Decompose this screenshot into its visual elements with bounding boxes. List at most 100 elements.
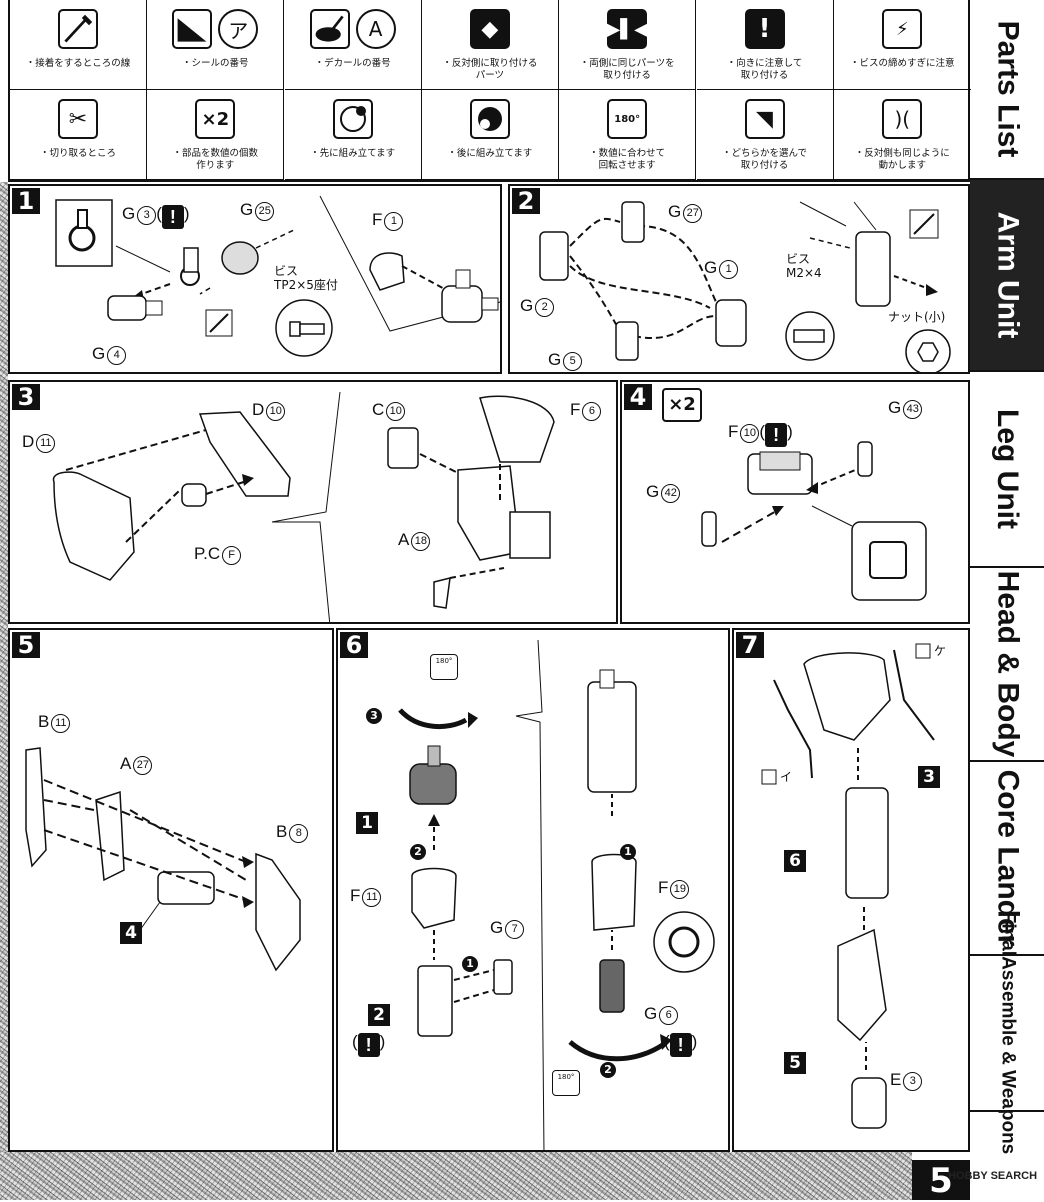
legend-item: ・後に組み立てます: [421, 90, 559, 180]
step-number: 3: [12, 384, 40, 410]
legend-item: ア・シールの番号: [147, 0, 285, 90]
order-badge: 3: [366, 708, 382, 724]
choose-one-icon: ◥: [744, 99, 785, 139]
legend-item: !・向きに注意して 取り付ける: [696, 0, 834, 90]
tab-label: Head & Body: [991, 570, 1025, 758]
legend-item: 180° ・数値に合わせて 回転させます: [559, 90, 697, 180]
sticker-icon: [172, 9, 213, 49]
caution-mark: (!): [352, 1032, 386, 1057]
sticker-label-i: イ: [780, 770, 793, 784]
texture-left: [0, 182, 8, 1152]
legend-caption: ・後に組み立てます: [447, 148, 533, 159]
legend-caption: ・反対側も同じように 動かします: [854, 148, 950, 171]
rotate-180-icon: 180°: [607, 99, 648, 139]
sub-assembly-ref: 6: [784, 850, 806, 872]
step-7-drawing: [761, 643, 935, 1129]
legend-item: ◥ ・どちらかを選んで 取り付ける: [696, 90, 834, 180]
tab-finalassemble-weapons[interactable]: FinalAssemble & Weapons: [970, 912, 1044, 1154]
legend-caption: ・両側に同じパーツを 取り付ける: [579, 58, 675, 81]
texture-bottom: [0, 1152, 912, 1200]
tab-label: Arm Unit: [991, 211, 1025, 339]
decal-icon: [309, 9, 350, 49]
order-badge: 1: [620, 844, 636, 860]
step-2-drawing: [539, 201, 951, 372]
tab-label: FinalAssemble & Weapons: [997, 911, 1018, 1155]
legend-caption: ・ビスの締めすぎに注意: [850, 58, 955, 69]
legend-caption: ・数値に合わせて 回転させます: [589, 148, 666, 171]
legend-caption: ・切り取るところ: [39, 148, 116, 159]
sub-assembly-ref: 1: [356, 812, 378, 834]
tab-leg-unit[interactable]: Leg Unit: [970, 372, 1044, 568]
legend-caption: ・先に組み立てます: [310, 148, 396, 159]
legend-item: ▶▌◀ ・両側に同じパーツを 取り付ける: [559, 0, 697, 90]
legend-item: ◆・反対側に取り付ける パーツ: [421, 0, 559, 90]
tab-head-body[interactable]: Head & Body: [970, 568, 1044, 762]
step-5-drawing: [25, 747, 301, 972]
page-number: 5: [912, 1160, 970, 1201]
order-badge: 2: [410, 844, 426, 860]
sub-assembly-ref: 5: [784, 1052, 806, 1074]
legend-item: ⚡ ・ビスの締めすぎに注意: [833, 0, 971, 90]
step-number: 1: [12, 188, 40, 214]
legend-caption: ・反対側に取り付ける パーツ: [442, 58, 538, 81]
sub-assembly-ref: 2: [368, 1004, 390, 1026]
legend-caption: ・接着をするところの線: [25, 58, 131, 69]
caution-icon: !: [765, 423, 788, 447]
sticker-label-ke: ケ: [934, 644, 947, 658]
legend-item: ✂ ・切り取るところ: [10, 90, 147, 180]
tab-label: Leg Unit: [991, 409, 1024, 529]
sub-assembly-ref: 3: [918, 766, 940, 788]
caution-icon: !: [669, 1033, 692, 1057]
tab-arm-unit[interactable]: Arm Unit: [970, 180, 1044, 372]
sticker-icon-glyph: ア: [218, 9, 259, 49]
screw-overtighten-icon: ⚡: [882, 9, 923, 49]
screw-label: ビス TP2×5座付: [274, 264, 338, 292]
multiply-icon: ×2: [195, 99, 236, 139]
assemble-first-icon: [332, 99, 373, 139]
step-number: 2: [512, 188, 540, 214]
tab-label: Parts List: [991, 20, 1024, 158]
order-badge: 1: [462, 956, 478, 972]
watermark: HOBBY SEARCH: [948, 1170, 1038, 1182]
legend-caption: ・シールの番号: [182, 58, 249, 69]
step-1-drawing: [55, 195, 500, 357]
legend-caption: ・どちらかを選んで 取り付ける: [721, 148, 808, 171]
legend-item: ・先に組み立てます: [284, 90, 422, 180]
step-number: 5: [12, 632, 40, 658]
tab-parts-list[interactable]: Parts List: [970, 0, 1044, 180]
rotate-180-icon: 180°: [430, 654, 458, 680]
step-4-drawing: [701, 441, 927, 601]
legend-item: ・接着をするところの線: [10, 0, 147, 90]
attach-same-both-icon: ▶▌◀: [606, 9, 648, 49]
legend-caption: ・デカールの番号: [314, 58, 391, 69]
nipper-icon: ✂: [58, 99, 98, 139]
tab-core-lander[interactable]: Core Lander: [970, 762, 1044, 956]
rotate-180-icon: 180°: [552, 1070, 580, 1096]
same-move-opposite-icon: )(: [882, 99, 923, 139]
